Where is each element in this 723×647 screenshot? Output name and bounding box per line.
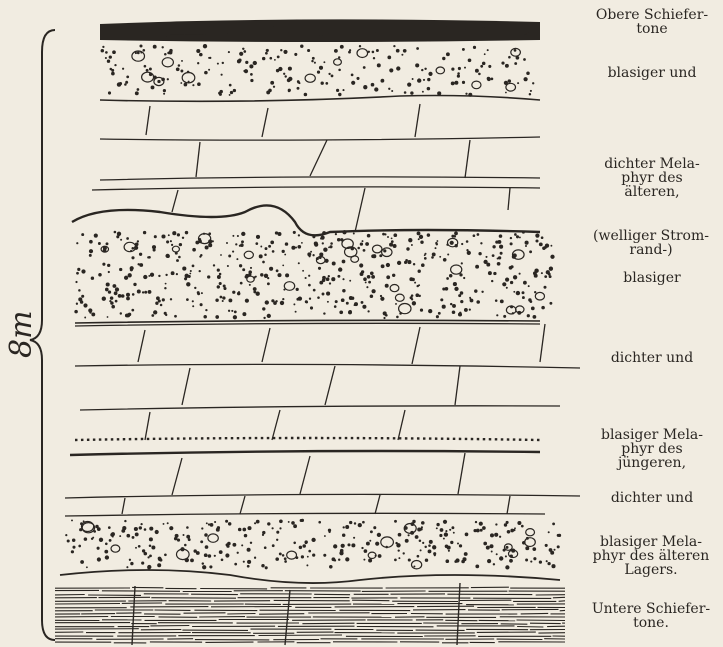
label-blasiger: blasiger [585,271,719,285]
layer-blasiger-melaphyr-upper [100,44,540,101]
layer-blasiger-melaphyr-wavy [72,205,555,323]
layer-dichter-melaphyr-middle [75,323,580,440]
layer-dichter-melaphyr-lower [65,453,580,516]
label-dichter-und-1: dichter und [585,351,719,365]
scale-label: 8m [2,318,42,358]
layer-untere-schiefertone [55,583,565,645]
label-obere-schiefertone: Obere Schiefer-tone [585,8,719,36]
layer-dotted-boundary [70,438,540,455]
label-dichter-und-2: dichter und [585,491,719,505]
layer-blasiger-melaphyr-lower [60,519,561,583]
label-untere-schiefertone: Untere Schiefer-tone. [580,602,722,630]
label-welliger-stromrand: (welliger Strom-rand-) [580,229,722,257]
label-blasiger-und: blasiger und [585,66,719,80]
layer-obere-schiefertone [100,19,540,42]
